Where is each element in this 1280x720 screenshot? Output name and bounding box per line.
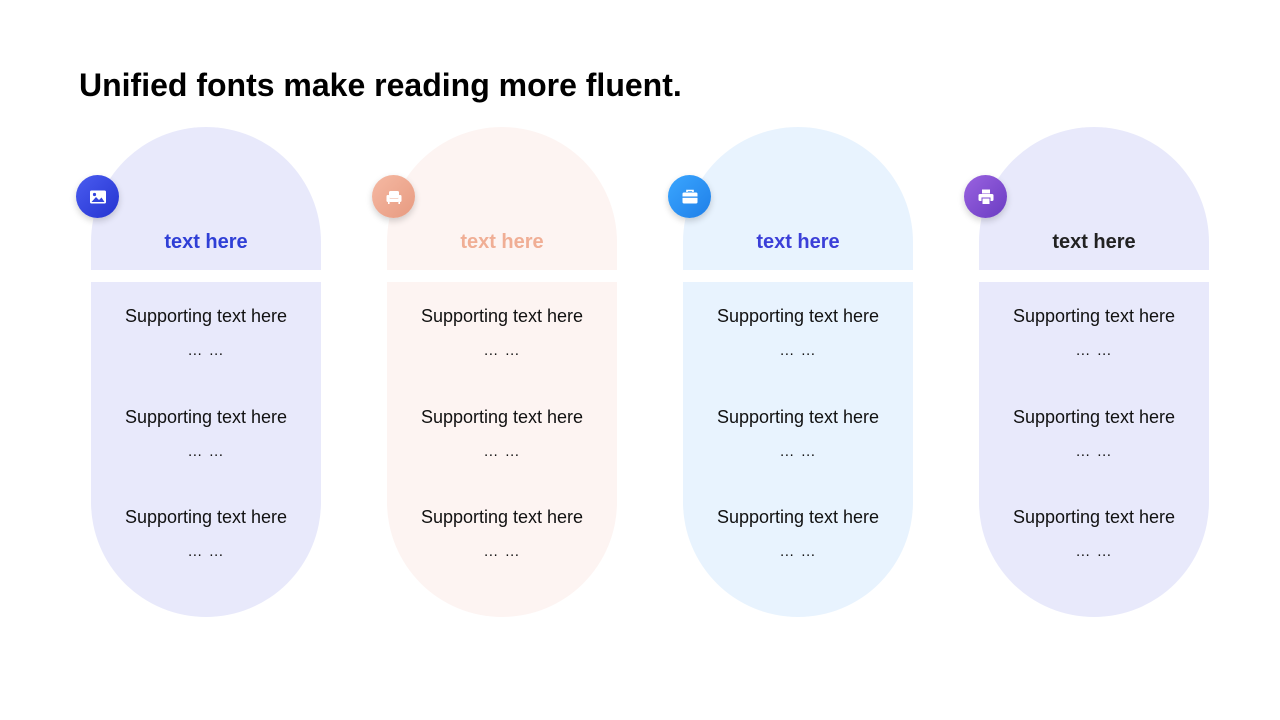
supporting-text: Supporting text here (420, 306, 584, 326)
ellipsis: … … (779, 443, 817, 460)
card-1: text here Supporting text here … … Suppo… (76, 127, 321, 617)
card-4: text here Supporting text here … … Suppo… (964, 127, 1209, 617)
supporting-text: Supporting text here (716, 507, 880, 527)
list-item: Supporting text here … … (683, 405, 913, 462)
card-3-heading: text here (756, 231, 840, 253)
card-1-heading: text here (164, 231, 248, 253)
list-item: Supporting text here … … (387, 304, 617, 361)
briefcase-icon (668, 175, 711, 218)
ellipsis: … … (483, 543, 521, 560)
supporting-text: Supporting text here (1012, 507, 1176, 527)
armchair-icon (372, 175, 415, 218)
ellipsis: … … (779, 342, 817, 359)
ellipsis: … … (187, 543, 225, 560)
list-item: Supporting text here … … (91, 405, 321, 462)
card-1-body-panel (91, 282, 321, 617)
supporting-text: Supporting text here (124, 306, 288, 326)
supporting-text: Supporting text here (716, 306, 880, 326)
supporting-text: Supporting text here (420, 407, 584, 427)
supporting-text: Supporting text here (420, 507, 584, 527)
list-item: Supporting text here … … (979, 505, 1209, 562)
ellipsis: … … (779, 543, 817, 560)
card-2-heading: text here (460, 231, 544, 253)
list-item: Supporting text here … … (979, 304, 1209, 361)
ellipsis: … … (187, 443, 225, 460)
list-item: Supporting text here … … (91, 505, 321, 562)
card-3-body-panel (683, 282, 913, 617)
list-item: Supporting text here … … (979, 405, 1209, 462)
ellipsis: … … (187, 342, 225, 359)
ellipsis: … … (483, 342, 521, 359)
supporting-text: Supporting text here (124, 507, 288, 527)
image-icon (76, 175, 119, 218)
card-4-body-panel (979, 282, 1209, 617)
ellipsis: … … (1075, 443, 1113, 460)
printer-icon (964, 175, 1007, 218)
supporting-text: Supporting text here (124, 407, 288, 427)
slide-title: Unified fonts make reading more fluent. (79, 67, 682, 103)
card-2-body-panel (387, 282, 617, 617)
card-4-heading: text here (1052, 231, 1136, 253)
list-item: Supporting text here … … (683, 505, 913, 562)
ellipsis: … … (483, 443, 521, 460)
supporting-text: Supporting text here (1012, 306, 1176, 326)
supporting-text: Supporting text here (716, 407, 880, 427)
supporting-text: Supporting text here (1012, 407, 1176, 427)
list-item: Supporting text here … … (91, 304, 321, 361)
card-2: text here Supporting text here … … Suppo… (372, 127, 617, 617)
card-3: text here Supporting text here … … Suppo… (668, 127, 913, 617)
list-item: Supporting text here … … (387, 505, 617, 562)
ellipsis: … … (1075, 543, 1113, 560)
list-item: Supporting text here … … (683, 304, 913, 361)
list-item: Supporting text here … … (387, 405, 617, 462)
ellipsis: … … (1075, 342, 1113, 359)
